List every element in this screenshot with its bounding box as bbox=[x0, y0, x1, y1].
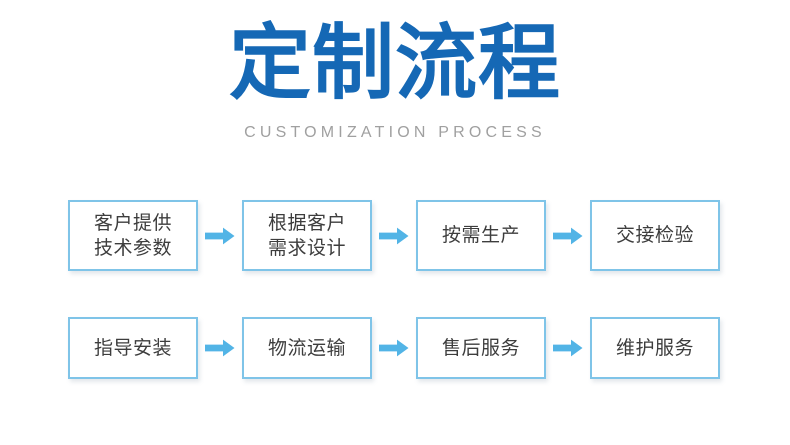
process-step-label: 客户提供 技术参数 bbox=[93, 212, 172, 259]
process-step-label: 物流运输 bbox=[267, 337, 346, 359]
process-step-box[interactable]: 物流运输 bbox=[242, 317, 372, 379]
arrow-right-icon bbox=[198, 216, 242, 256]
process-step-box[interactable]: 售后服务 bbox=[416, 317, 546, 379]
process-step-box[interactable]: 指导安装 bbox=[68, 317, 198, 379]
process-step-box[interactable]: 维护服务 bbox=[590, 317, 720, 379]
process-step-box[interactable]: 按需生产 bbox=[416, 200, 546, 271]
process-step-box[interactable]: 根据客户 需求设计 bbox=[242, 200, 372, 271]
arrow-right-icon bbox=[372, 328, 416, 368]
process-flow-row-1: 客户提供 技术参数 根据客户 需求设计 按需生产 交接检验 bbox=[68, 200, 720, 271]
process-step-label: 维护服务 bbox=[615, 337, 694, 359]
arrow-right-icon bbox=[546, 216, 590, 256]
arrow-right-icon bbox=[546, 328, 590, 368]
process-step-label: 售后服务 bbox=[441, 337, 520, 359]
process-flow-row-2: 指导安装 物流运输 售后服务 维护服务 bbox=[68, 317, 720, 379]
process-step-box[interactable]: 交接检验 bbox=[590, 200, 720, 271]
arrow-right-icon bbox=[372, 216, 416, 256]
process-step-box[interactable]: 客户提供 技术参数 bbox=[68, 200, 198, 271]
process-step-label: 指导安装 bbox=[93, 337, 172, 359]
arrow-right-icon bbox=[198, 328, 242, 368]
page-subtitle: CUSTOMIZATION PROCESS bbox=[244, 124, 546, 141]
process-step-label: 交接检验 bbox=[615, 225, 694, 246]
page-title: 定制流程 bbox=[228, 18, 561, 109]
process-step-label: 根据客户 需求设计 bbox=[267, 212, 346, 259]
process-step-label: 按需生产 bbox=[441, 225, 520, 246]
